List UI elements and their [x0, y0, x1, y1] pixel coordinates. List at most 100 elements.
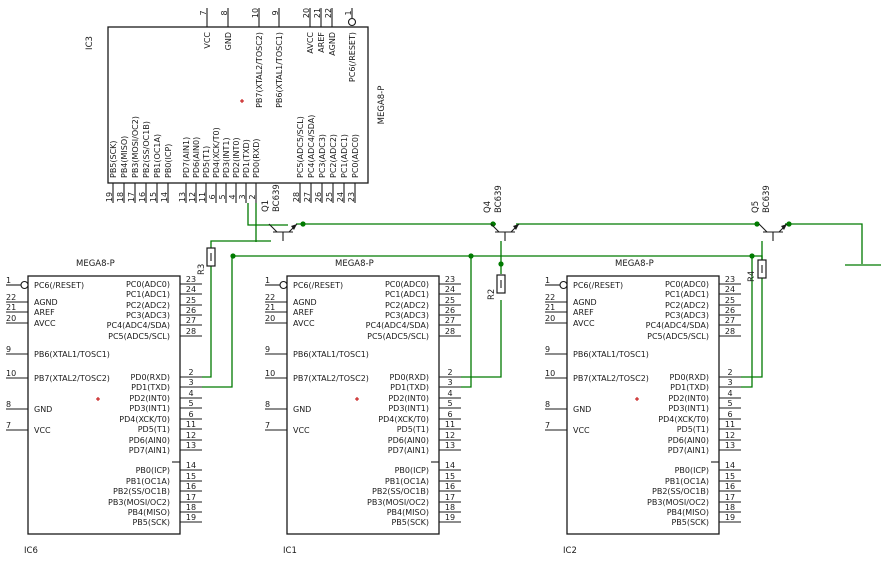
pin-label: PB0(ICP) — [136, 466, 170, 475]
ic2-origin-mark — [635, 397, 639, 401]
pin-label: PC2(ADC2) — [665, 301, 709, 310]
pin-label: PC0(ADC0) — [385, 280, 429, 289]
transistor-value: BC639 — [272, 184, 282, 212]
pin-number: 14 — [445, 461, 455, 470]
wire-junction-dot — [754, 221, 760, 227]
pin-label: PD7(AIN1) — [388, 446, 429, 455]
pin-label: PB0(ICP) — [675, 466, 709, 475]
ic3-bottom-pin: PD7(AIN1)13 — [178, 137, 191, 203]
pin-number: 7 — [545, 421, 550, 430]
ic3-pin-label: PD2(INT0) — [232, 137, 241, 178]
pin-label: PD3(INT1) — [388, 404, 429, 413]
ic3-pin-label: PB6(XTAL1/TOSC1) — [275, 32, 284, 108]
pin-label: PC6(/RESET) — [573, 281, 623, 290]
ic1-value: MEGA8-P — [335, 259, 374, 269]
ic3-pin-label: PB1(OC1A) — [153, 134, 162, 178]
wire-segment — [741, 278, 763, 378]
pin-label: PB7(XTAL2/TOSC2) — [293, 374, 369, 383]
ic3-pin-label: PD4(XCK/T0) — [212, 127, 221, 178]
pin-label: PD5(T1) — [397, 425, 429, 434]
ic3-body — [107, 26, 369, 184]
pin-number: 3 — [447, 378, 452, 387]
ic3-pin-number: 10 — [251, 8, 260, 18]
reset-bubble — [279, 280, 288, 290]
pin-label: PC5(ADC5/SCL) — [647, 332, 709, 341]
pin-label: PB7(XTAL2/TOSC2) — [34, 374, 110, 383]
ic3-bottom-pin: PD5(T1)11 — [198, 146, 211, 203]
wire-junction-dot — [230, 253, 236, 259]
pin-number: 6 — [447, 410, 452, 419]
emitter-arrow — [291, 224, 297, 230]
ic2-name: IC2 — [563, 546, 577, 556]
ic3-bottom-pin: PD1(TXD)3 — [238, 139, 251, 203]
pin-number: 24 — [186, 285, 196, 294]
wire-net — [202, 203, 881, 388]
ic3-bottom-pin: PD4(XCK/T0)6 — [208, 127, 221, 203]
ic3-pin-number: 26 — [314, 192, 323, 202]
pin-number: 12 — [725, 431, 735, 440]
ic3-pin-number: 14 — [160, 192, 169, 202]
ic3-pin-number: 16 — [138, 192, 147, 202]
ic3-pin-label: AGND — [328, 32, 337, 56]
pin-number: 13 — [186, 441, 196, 450]
pin-number: 20 — [6, 314, 16, 323]
pin-number: 28 — [186, 327, 196, 336]
pin-label: PD0(RXD) — [669, 373, 709, 382]
wire-segment — [785, 223, 863, 264]
pin-number: 15 — [725, 472, 735, 481]
ic3-pin-label: PB5(SCK) — [109, 140, 118, 178]
pin-label: PC0(ADC0) — [665, 280, 709, 289]
reset-bubble — [559, 280, 568, 290]
pin-label: PC3(ADC3) — [126, 311, 170, 320]
ic3-chip: IC3MEGA8-P7VCC8GND10PB7(XTAL2/TOSC2)9PB6… — [85, 8, 387, 203]
pin-number: 13 — [445, 441, 455, 450]
pin-number: 18 — [186, 503, 196, 512]
ic3-pin-number: 2 — [248, 194, 257, 199]
pin-label: PB1(OC1A) — [665, 477, 709, 486]
ic3-bottom-pin: PB0(ICP)14 — [160, 144, 173, 203]
pin-number: 23 — [445, 275, 455, 284]
ic3-bottom-pin: PD3(INT1)5 — [218, 137, 231, 203]
pin-label: AREF — [293, 308, 314, 317]
pin-label: PC3(ADC3) — [385, 311, 429, 320]
ic3-pin-label: PD6(AIN0) — [192, 137, 201, 178]
pin-label: PD6(AIN0) — [668, 436, 709, 445]
ic3-pin-label: PC6(/RESET) — [348, 32, 357, 82]
transistor-collector — [490, 223, 500, 233]
pin-label: PD1(TXD) — [131, 383, 170, 392]
ic3-pin-label: PD5(T1) — [202, 146, 211, 178]
pin-number: 9 — [265, 345, 270, 354]
emitter-arrow — [513, 224, 519, 230]
resistor-r3: R3 — [197, 247, 216, 275]
ic3-pin-label: PB7(XTAL2/TOSC2) — [255, 32, 264, 108]
pin-label: PB4(MISO) — [387, 508, 429, 517]
transistor-name: Q4 — [483, 201, 493, 213]
pin-number: 6 — [188, 410, 193, 419]
ic6-name: IC6 — [24, 546, 38, 556]
